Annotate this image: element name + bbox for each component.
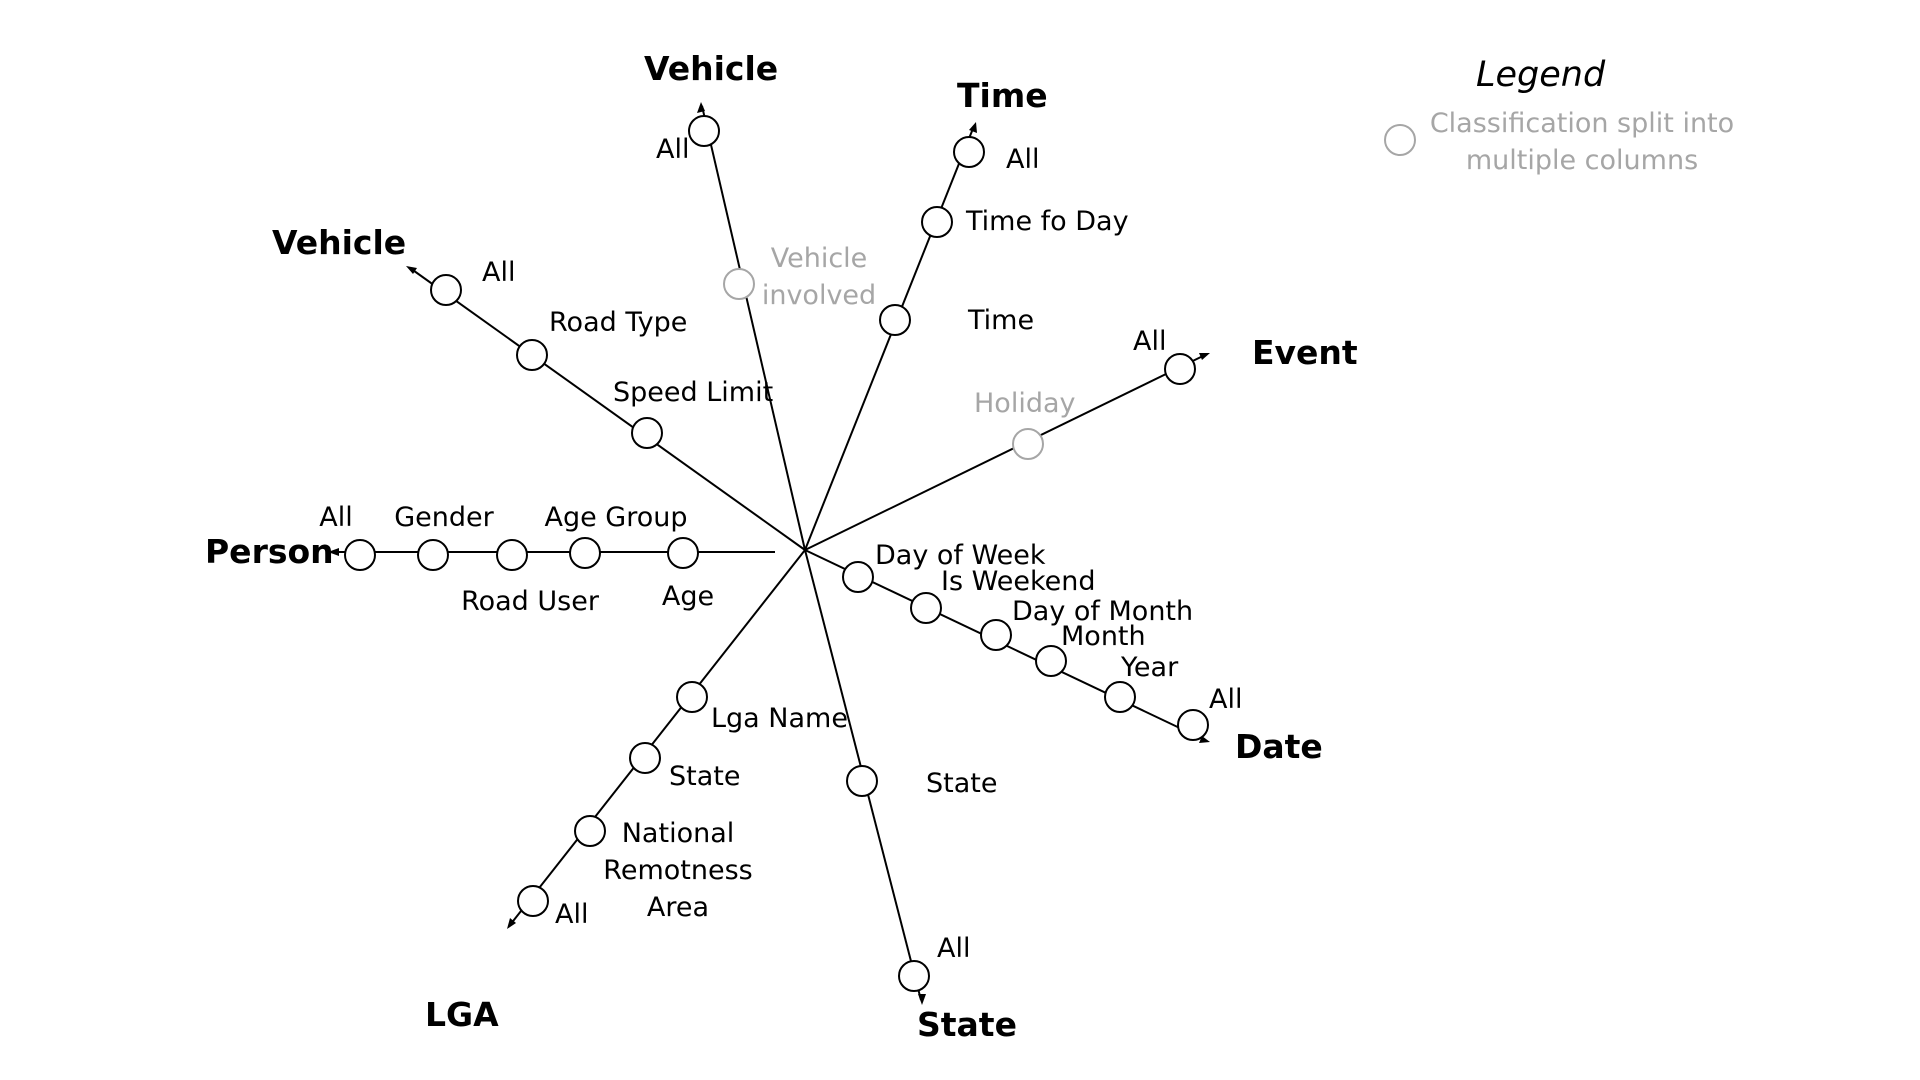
label-vehicle-involved-all: All	[656, 134, 689, 165]
label-holiday: Holiday	[974, 388, 1076, 419]
axis-line-event	[804, 354, 1206, 551]
title-person: Person	[205, 532, 334, 571]
label-age: Age	[662, 581, 714, 612]
label-vehicle-roads-all: All	[482, 257, 515, 288]
title-vehicle-involved: Vehicle	[644, 49, 778, 88]
legend-text-line1: Classification split into	[1430, 108, 1734, 139]
node-time-all	[953, 136, 985, 168]
label-state-all: All	[937, 933, 970, 964]
node-year	[1104, 681, 1136, 713]
node-vehicle-roads-all	[430, 274, 462, 306]
label-event-all: All	[1133, 326, 1166, 357]
node-event-all	[1164, 353, 1196, 385]
title-lga: LGA	[425, 995, 499, 1034]
label-gender: Gender	[394, 502, 494, 533]
node-road-user	[496, 539, 528, 571]
node-is-weekend	[910, 592, 942, 624]
node-month	[1035, 645, 1067, 677]
label-national: National	[622, 818, 735, 849]
node-road-type	[516, 339, 548, 371]
label-road-user: Road User	[461, 586, 600, 617]
label-time: Time	[967, 305, 1034, 336]
label-state: State	[926, 768, 997, 799]
legend-text-line2: multiple columns	[1466, 145, 1698, 176]
arrowhead-vehicle-roads	[406, 266, 417, 274]
title-event: Event	[1252, 333, 1358, 372]
legend-title: Legend	[1476, 55, 1606, 95]
label-time-of-day: Time fo Day	[965, 206, 1129, 237]
label-lga-state: State	[669, 761, 740, 792]
label-is-weekend: Is Weekend	[941, 566, 1096, 597]
node-state	[846, 765, 878, 797]
label-remotness: Remotness	[603, 855, 752, 886]
node-national-remotness-area	[574, 815, 606, 847]
title-time: Time	[957, 76, 1048, 115]
node-holiday	[1012, 428, 1044, 460]
label-time-all: All	[1006, 144, 1039, 175]
label-date-all: All	[1209, 684, 1242, 715]
node-lga-state	[629, 742, 661, 774]
node-person-all	[344, 539, 376, 571]
label-day-of-month: Day of Month	[1012, 596, 1193, 627]
node-lga-name	[676, 681, 708, 713]
arrowhead-time	[969, 122, 977, 133]
title-date: Date	[1235, 727, 1323, 766]
node-age-group	[569, 537, 601, 569]
node-day-of-month	[980, 619, 1012, 651]
label-road-type: Road Type	[549, 307, 687, 338]
node-vehicle-involved	[723, 268, 755, 300]
arrowhead-state	[918, 994, 926, 1005]
title-vehicle-roads: Vehicle	[272, 223, 406, 262]
axis-line-vehicle-roads	[409, 267, 806, 551]
node-state-all	[898, 960, 930, 992]
node-speed-limit	[631, 417, 663, 449]
arrowhead-person	[328, 548, 339, 556]
node-time-of-day	[921, 206, 953, 238]
label-vehicle-involved-line1: Vehicle	[771, 243, 868, 274]
label-day-of-week: Day of Week	[875, 540, 1046, 571]
node-gender	[417, 539, 449, 571]
legend-marker-icon	[1384, 124, 1416, 156]
legend: Legend Classification split into multipl…	[1384, 55, 1734, 176]
title-state: State	[917, 1005, 1017, 1044]
label-month: Month	[1061, 621, 1146, 652]
axis-line-vehicle-involved	[701, 105, 806, 551]
label-person-all: All	[319, 502, 352, 533]
node-date-all	[1177, 709, 1209, 741]
axis-line-lga	[509, 549, 806, 926]
label-vehicle-involved-line2: involved	[762, 280, 876, 311]
arrowhead-vehicle-involved	[697, 102, 705, 113]
label-lga-all: All	[555, 899, 588, 930]
label-year: Year	[1120, 652, 1179, 683]
node-lga-all	[517, 885, 549, 917]
node-age	[667, 537, 699, 569]
arrowhead-lga	[507, 918, 516, 929]
label-speed-limit: Speed Limit	[613, 377, 773, 408]
node-vehicle-involved-all	[688, 115, 720, 147]
label-age-group: Age Group	[544, 502, 687, 533]
node-time	[879, 304, 911, 336]
label-lga-name: Lga Name	[711, 703, 848, 734]
node-day-of-week	[842, 561, 874, 593]
label-area: Area	[647, 892, 709, 923]
axis-line-time	[804, 125, 975, 551]
arrowhead-event	[1199, 353, 1210, 360]
